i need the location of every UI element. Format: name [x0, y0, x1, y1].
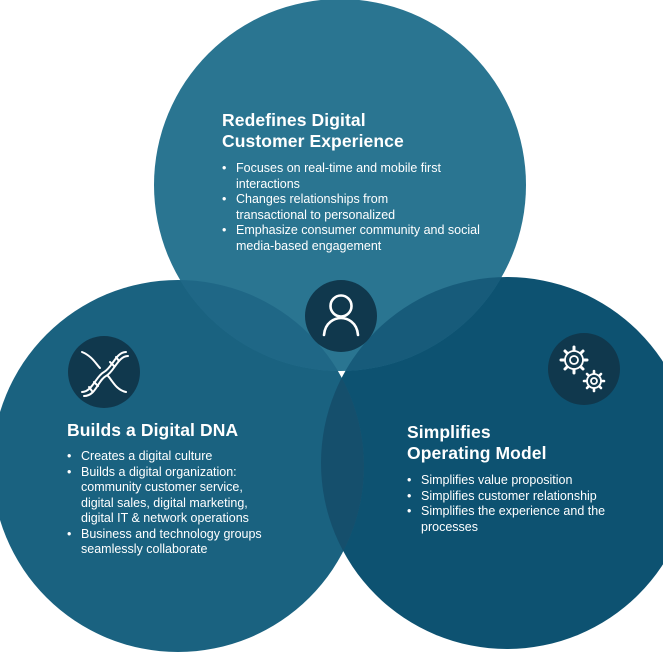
- list-item: Builds a digital organization: community…: [67, 465, 253, 527]
- list-item: Simplifies the experience and the proces…: [407, 504, 621, 535]
- list-item: Simplifies value proposition: [407, 473, 647, 489]
- left-section: Builds a Digital DNA Creates a digital c…: [67, 420, 292, 558]
- person-icon: [322, 294, 360, 337]
- top-section: Redefines Digital Customer Experience Fo…: [222, 110, 482, 254]
- gears-badge: [548, 333, 620, 405]
- right-title: Simplifies Operating Model: [407, 422, 647, 464]
- right-title-line1: Simplifies: [407, 422, 491, 442]
- list-item: Focuses on real-time and mobile first in…: [222, 161, 461, 192]
- list-item: Creates a digital culture: [67, 449, 292, 465]
- dna-badge: [68, 336, 140, 408]
- right-title-line2: Operating Model: [407, 443, 547, 463]
- dna-icon: [81, 351, 129, 397]
- list-item: Emphasize consumer community and social …: [222, 223, 481, 254]
- right-section: Simplifies Operating Model Simplifies va…: [407, 422, 647, 535]
- list-item: Changes relationships from transactional…: [222, 192, 426, 223]
- top-title-line1: Redefines Digital: [222, 110, 366, 130]
- top-bullet-list: Focuses on real-time and mobile first in…: [222, 161, 482, 254]
- top-title-line2: Customer Experience: [222, 131, 404, 151]
- top-title: Redefines Digital Customer Experience: [222, 110, 482, 152]
- list-item: Simplifies customer relationship: [407, 489, 647, 505]
- left-bullet-list: Creates a digital culture Builds a digit…: [67, 449, 292, 558]
- center-badge: [305, 280, 377, 352]
- left-title: Builds a Digital DNA: [67, 420, 239, 440]
- gears-icon: [559, 345, 606, 393]
- list-item: Business and technology groups seamlessl…: [67, 527, 281, 558]
- right-bullet-list: Simplifies value proposition Simplifies …: [407, 473, 647, 535]
